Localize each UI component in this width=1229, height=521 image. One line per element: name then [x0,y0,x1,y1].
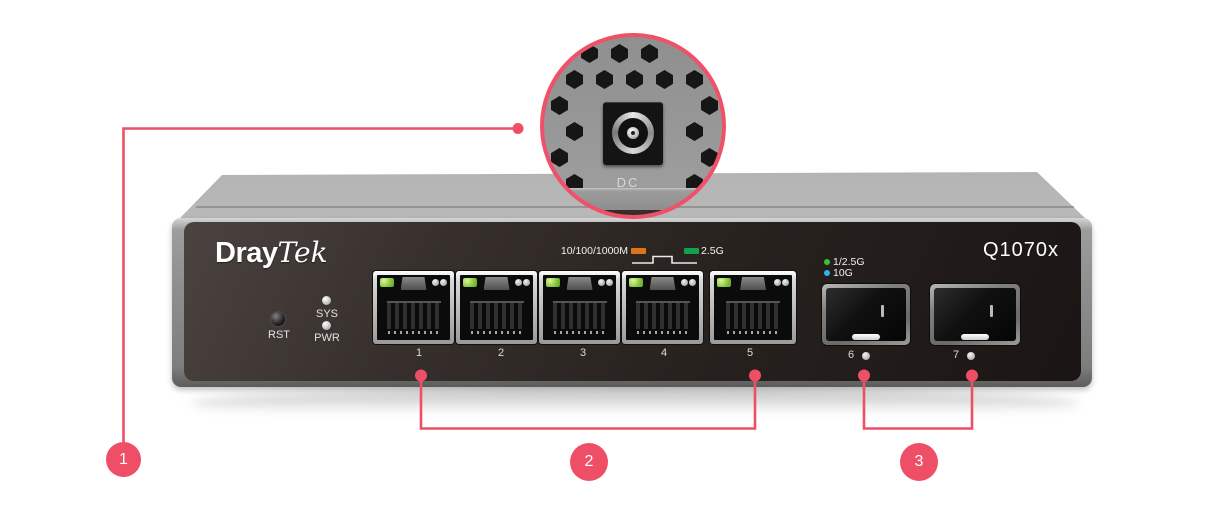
rj45-contacts [553,331,606,334]
rj45-port [373,271,454,344]
rj45-port [622,271,703,344]
link-led-icon [463,278,477,287]
rj45-legend-right-label: 2.5G [701,245,724,257]
port-led-icons [681,279,696,286]
brand-logo-serif: Tek [277,236,328,269]
sfp-legend-row1-label: 1/2.5G [833,256,865,268]
reset-label: RST [268,329,290,341]
rj45-port [710,271,796,344]
rj45-contacts [470,331,523,334]
sfp-legend-row2-label: 10G [833,267,853,279]
rj45-port-number: 5 [746,347,754,359]
port-led-icons [515,279,530,286]
rj45-port-number: 4 [660,347,668,359]
port-led-icons [774,279,789,286]
callout-number: 2 [584,453,594,470]
link-led-icon [546,278,560,287]
rj45-port [539,271,620,344]
device-shadow [190,388,1080,418]
callout-badge-3: 3 [900,443,938,481]
sys-led-label: SYS [315,308,338,320]
model-label: Q1070x [982,239,1060,261]
port-tab [483,277,510,290]
port-tab [566,277,593,290]
rj45-port-number: 2 [497,347,505,359]
sfp-opening [934,288,1016,341]
rj45-legend-left-label: 10/100/1000M [560,245,628,257]
rj45-opening [377,275,450,340]
callout-badge-2: 2 [570,443,608,481]
sfp-legend-blue-dot-icon [824,270,830,276]
legend-green-swatch-icon [684,248,699,254]
sfp-port [930,284,1020,345]
rj45-pins [726,301,780,329]
brand-logo: DrayTek [215,236,328,270]
rj45-port-number: 3 [579,347,587,359]
rj45-port-number: 1 [415,347,423,359]
callout-number: 1 [119,450,128,468]
sfp-port-number: 7 [952,349,960,361]
port-led-icons [432,279,447,286]
rj45-pins [386,301,441,329]
link-led-icon [380,278,394,287]
rj45-contacts [387,331,440,334]
port-tab [740,277,766,290]
callout-dot-dc [512,123,524,134]
port-led-icons [598,279,613,286]
rj45-contacts [727,331,779,334]
brand-logo-bold: Dray [215,237,278,269]
callout-number: 3 [914,453,924,470]
pwr-led-label: PWR [314,332,340,344]
rj45-port [456,271,537,344]
sfp-legend-green-dot-icon [824,259,830,265]
port-tab [649,277,676,290]
sfp-latch [852,334,880,340]
rj45-pins [469,301,524,329]
sfp-led-icon [862,352,870,360]
callout-badge-1: 1 [106,442,141,477]
inset-circle-ring [540,33,726,219]
pwr-led-icon [322,321,331,330]
reset-button-icon [271,312,285,326]
sys-led-icon [322,296,331,305]
sfp-slot-mark [990,304,994,317]
sfp-opening [826,288,906,341]
link-led-icon [717,278,731,287]
rj45-pins [552,301,607,329]
sfp-slot-mark [880,304,884,317]
rj45-contacts [636,331,689,334]
sfp-led-icon [967,352,975,360]
port-tab [400,277,427,290]
sfp-port [822,284,910,345]
link-led-icon [629,278,643,287]
legend-orange-swatch-icon [631,248,646,254]
sfp-port-number: 6 [847,349,855,361]
rj45-pins [635,301,690,329]
sfp-latch [961,334,989,340]
